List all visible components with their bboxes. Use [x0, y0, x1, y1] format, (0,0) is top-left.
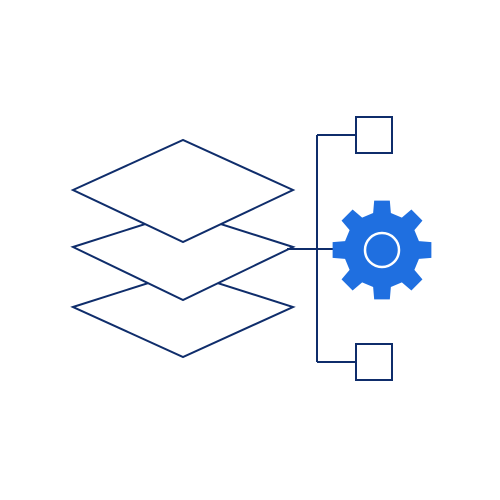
gear-hub-ring [363, 231, 401, 269]
layer-bottom [70, 270, 296, 359]
tree-connector-icon [287, 134, 356, 363]
gear-icon [332, 200, 432, 300]
stacked-layers-icon [70, 138, 296, 359]
bottom-square-node-icon [355, 343, 393, 381]
layer-top [70, 138, 296, 244]
top-square-node-icon [355, 116, 393, 154]
gear-body [332, 200, 432, 300]
